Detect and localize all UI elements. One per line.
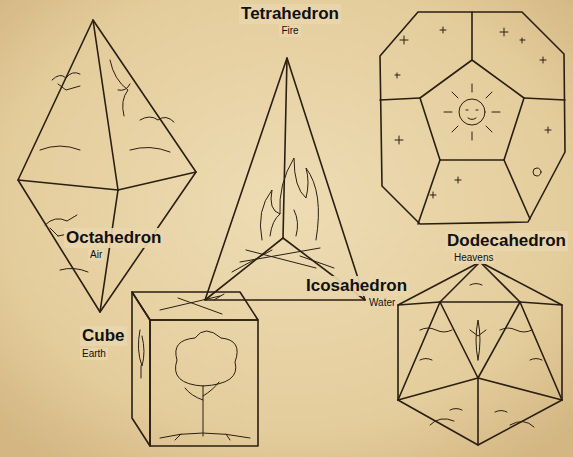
element-name: Fire — [279, 25, 300, 37]
solid-name: Cube — [80, 326, 127, 346]
solid-name: Icosahedron — [304, 276, 409, 296]
element-name: Heavens — [452, 252, 495, 264]
dodecahedron-figure — [380, 12, 565, 224]
solid-name: Dodecahedron — [445, 231, 568, 251]
element-name: Earth — [80, 348, 108, 360]
icosahedron-figure — [398, 262, 562, 445]
element-name: Water — [367, 297, 397, 309]
octahedron-figure — [18, 20, 196, 312]
tetrahedron-figure — [205, 58, 365, 300]
cube-figure — [132, 292, 258, 446]
solid-name: Tetrahedron — [239, 4, 341, 24]
solid-name: Octahedron — [64, 228, 163, 248]
element-name: Air — [88, 249, 104, 261]
